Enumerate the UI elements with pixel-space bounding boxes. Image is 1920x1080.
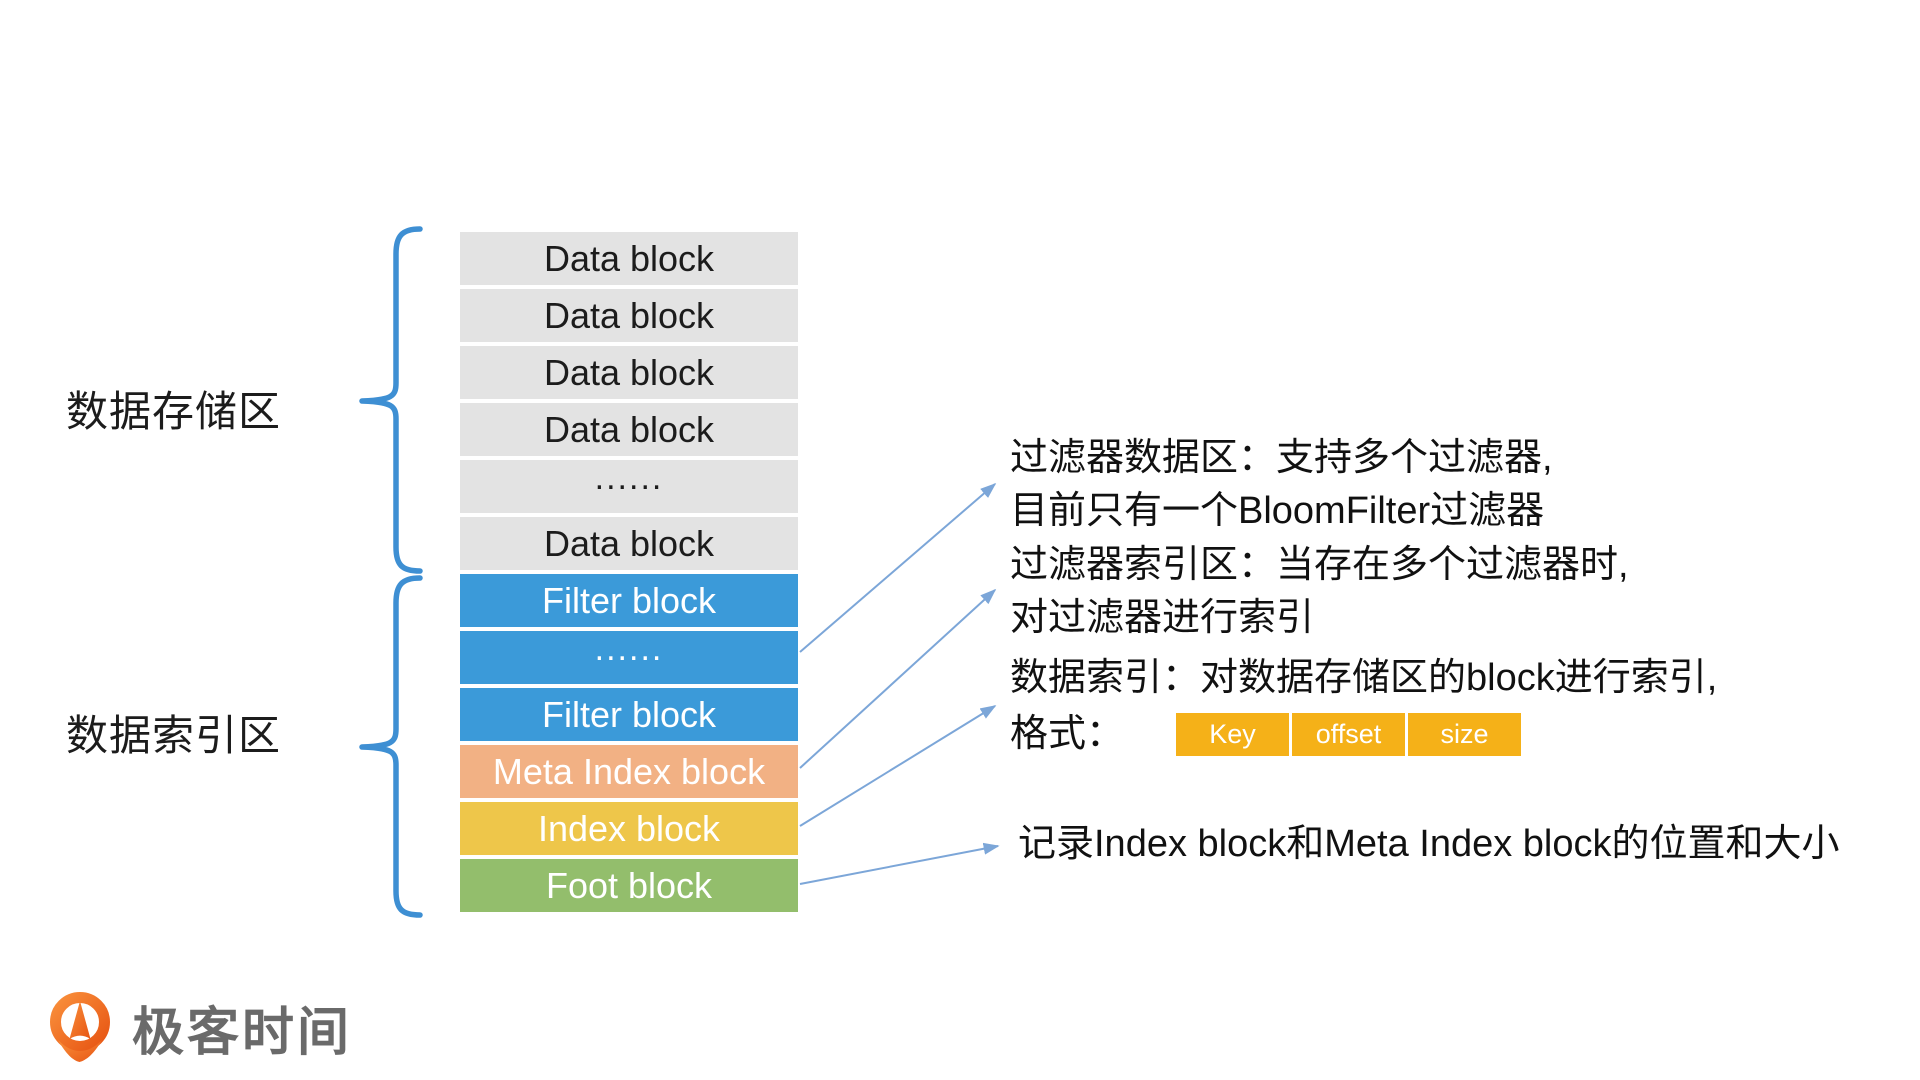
geektime-logo-text: 极客时间 [132,1003,353,1062]
arrow-foot [799,842,1000,885]
annotation-line: 对过滤器进行索引 [1010,597,1315,639]
geektime-pin-icon [50,992,110,1062]
block-label: Data block [543,237,715,279]
block-label: Foot block [545,864,713,906]
brace-data-storage-area [359,226,423,574]
format-field-size: size [1408,713,1522,756]
annotation-filter-index-area: 过滤器索引区：当存在多个过滤器时, 对过滤器进行索引 [1010,539,1629,645]
arrow-data-index [799,705,997,827]
annotation-filter-data-area: 过滤器数据区：支持多个过滤器, 目前只有一个BloomFilter过滤器 [1010,432,1553,538]
block-label: ...... [594,458,664,497]
block-label: Data block [543,294,715,336]
arrow-filter-data [799,482,997,653]
block-label: Index block [537,807,721,849]
block-filter-block: Filter block [460,688,798,741]
block-data-block: Data block [460,517,798,570]
block-ellipsis: ...... [460,460,798,513]
annotation-line: 过滤器数据区：支持多个过滤器, [1010,437,1553,479]
block-label: Filter block [541,693,717,735]
block-ellipsis: ...... [460,631,798,684]
annotation-line: 记录Index block和Meta Index block的位置和大小 [1018,823,1840,865]
block-data-block: Data block [460,289,798,342]
format-label: 格式： [1010,713,1125,755]
format-field-offset: offset [1292,713,1406,756]
block-label: Data block [543,408,715,450]
block-label: ...... [594,629,664,668]
block-meta-index-block: Meta Index block [460,745,798,798]
block-label: Data block [543,351,715,393]
brace-data-index-area [359,575,423,918]
block-filter-block: Filter block [460,574,798,627]
block-data-block: Data block [460,346,798,399]
block-index-block: Index block [460,802,798,855]
block-label: Data block [543,522,715,564]
label-data-index-area: 数据索引区 [66,712,282,759]
annotation-foot-block: 记录Index block和Meta Index block的位置和大小 [1018,818,1840,871]
label-data-storage-area: 数据存储区 [66,388,282,435]
annotation-line: 目前只有一个BloomFilter过滤器 [1010,490,1545,532]
arrow-filter-index [799,588,997,769]
format-field-key: Key [1176,713,1290,756]
block-label: Meta Index block [492,750,766,792]
block-foot-block: Foot block [460,859,798,912]
block-label: Filter block [541,579,717,621]
annotation-line: 数据索引：对数据存储区的block进行索引, [1010,657,1718,699]
annotation-line: 过滤器索引区：当存在多个过滤器时, [1010,544,1629,586]
block-data-block: Data block [460,232,798,285]
geektime-logo: 极客时间 [44,988,352,1066]
block-data-block: Data block [460,403,798,456]
